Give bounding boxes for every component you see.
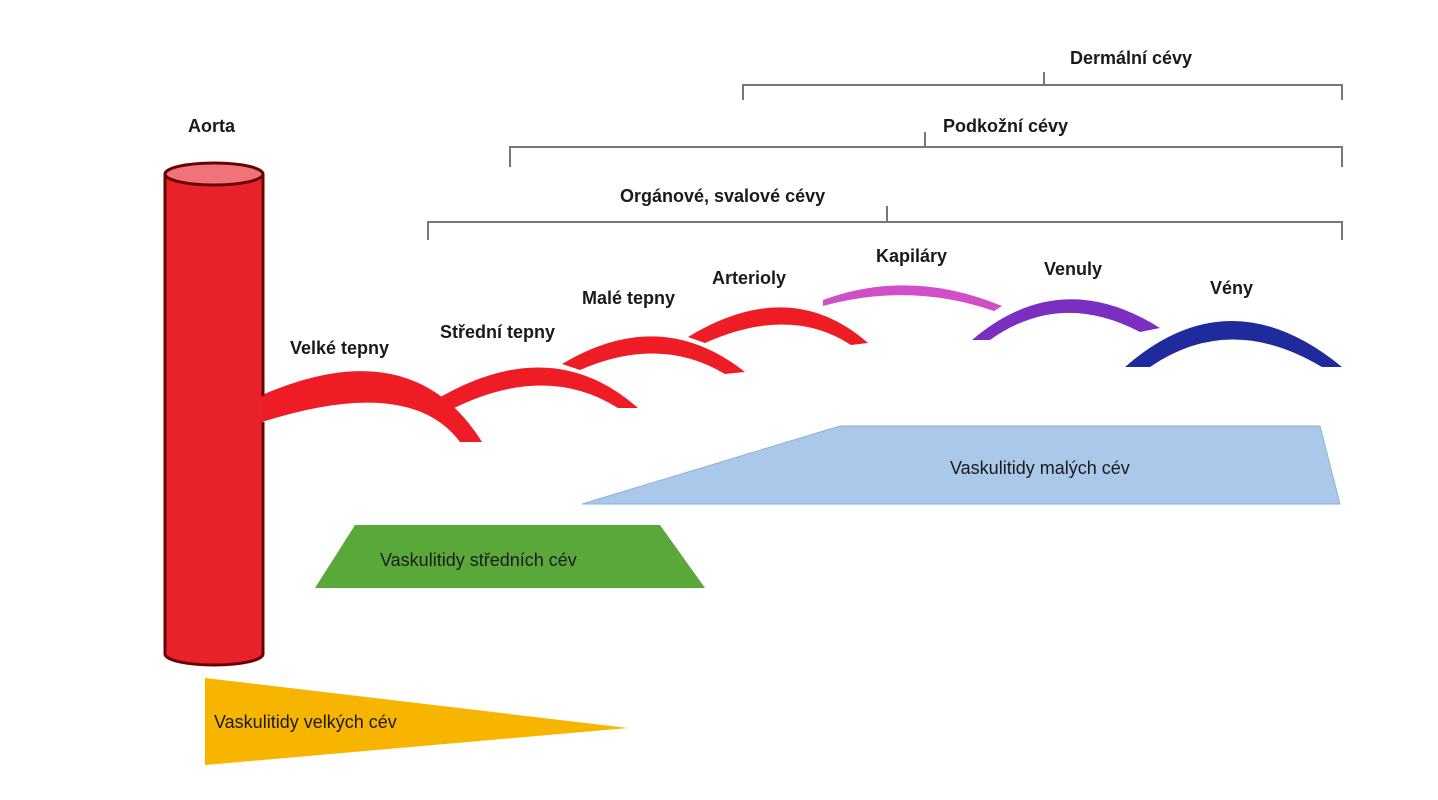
category-medium-vessels-label: Vaskulitidy středních cév [380, 550, 577, 570]
vessel-small-arteries-arc [562, 336, 745, 374]
bracket-subcutaneous: Podkožní cévy [509, 116, 1343, 167]
category-medium-vessels-shape [315, 525, 705, 588]
vessel-venules-label: Venuly [1044, 259, 1102, 279]
aorta-cylinder [163, 161, 265, 667]
aorta-label: Aorta [188, 116, 236, 136]
bracket-dermal-label: Dermální cévy [1070, 48, 1192, 68]
category-small-vessels-label: Vaskulitidy malých cév [950, 458, 1130, 478]
bracket-dermal: Dermální cévy [742, 48, 1343, 100]
bracket-organ-muscle-label: Orgánové, svalové cévy [620, 186, 825, 206]
vessel-large-arteries-label: Velké tepny [290, 338, 389, 358]
bracket-subcutaneous-label: Podkožní cévy [943, 116, 1068, 136]
vessel-arterioles-arc [688, 307, 868, 345]
vessel-venules-arc [972, 299, 1160, 340]
vessel-large-arteries-arc [262, 371, 482, 442]
vessel-capillaries-label: Kapiláry [876, 246, 947, 266]
vessel-veins-label: Vény [1210, 278, 1253, 298]
category-small-vessels-shape [581, 425, 1341, 505]
vessel-small-arteries-label: Malé tepny [582, 288, 675, 308]
vessel-capillaries-arc [823, 285, 1002, 311]
vessel-medium-arteries-label: Střední tepny [440, 322, 555, 342]
vessel-veins-arc [1125, 321, 1342, 367]
bracket-organ-muscle: Orgánové, svalové cévy [427, 186, 1343, 240]
vessel-medium-arteries-arc [432, 367, 638, 410]
vessel-arterioles-label: Arterioly [712, 268, 786, 288]
category-large-vessels-shape [205, 678, 628, 765]
category-large-vessels-label: Vaskulitidy velkých cév [214, 712, 397, 732]
